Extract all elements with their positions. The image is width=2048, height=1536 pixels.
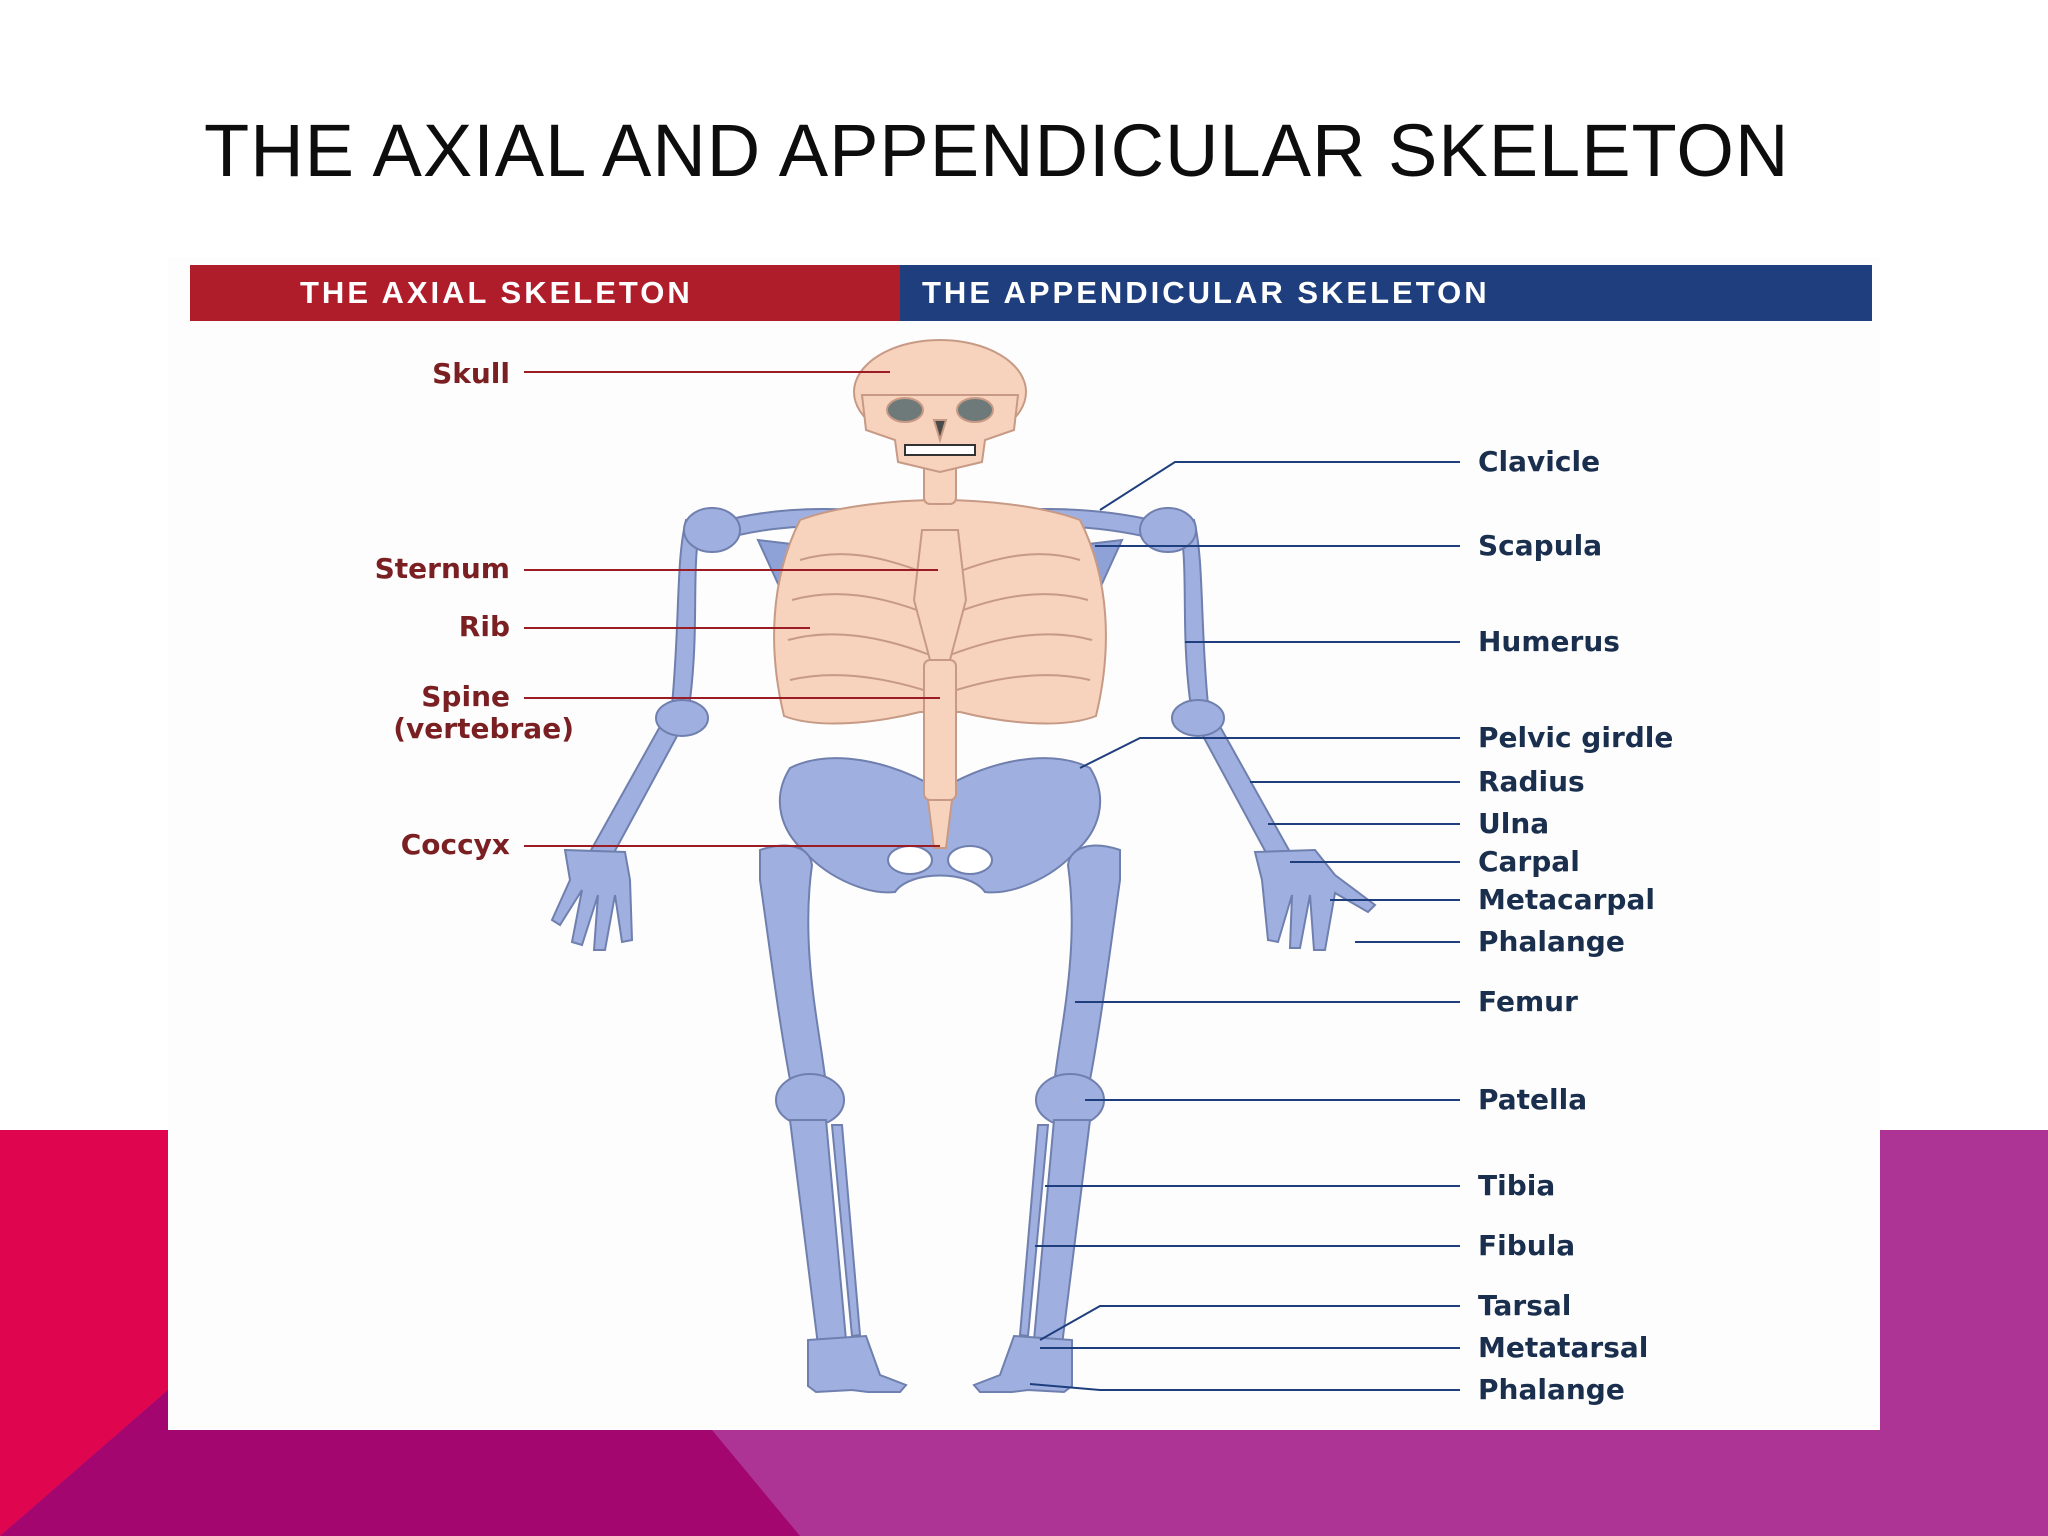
label-sternum: Sternum: [374, 552, 510, 585]
label-coccyx: Coccyx: [400, 828, 510, 861]
label-metacarpal: Metacarpal: [1478, 883, 1655, 916]
elbow-left: [655, 699, 709, 737]
rib-line-3: [787, 633, 1093, 656]
spine: [923, 659, 957, 801]
femur-right: [1052, 844, 1121, 1092]
knee-left: [775, 1073, 845, 1127]
shoulder-joint-right: [1139, 507, 1197, 553]
label-tibia: Tibia: [1478, 1169, 1556, 1202]
decor-dark-magenta-shape: [0, 1390, 800, 1536]
appendicular-pointer-lines: [1029, 461, 1460, 1391]
appendicular-skeleton-banner: THE APPENDICULAR SKELETON: [900, 265, 1872, 321]
pelvic-girdle-pointer: [1079, 737, 1460, 769]
label-clavicle: Clavicle: [1478, 445, 1601, 478]
phalange-foot-pointer: [1029, 1383, 1460, 1391]
label-skull: Skull: [432, 357, 510, 390]
rib-line-1: [799, 553, 1081, 576]
label-vertebrae: (vertebrae): [393, 712, 574, 745]
label-ulna: Ulna: [1478, 807, 1550, 840]
hand-right: [1253, 848, 1377, 951]
hand-left: [550, 848, 634, 951]
label-metatarsal: Metatarsal: [1478, 1331, 1649, 1364]
label-phalange-foot: Phalange: [1478, 1373, 1625, 1406]
teeth: [904, 444, 976, 456]
coccyx: [926, 799, 954, 849]
label-fibula: Fibula: [1478, 1229, 1576, 1262]
shoulder-joint-left: [683, 507, 741, 553]
axial-skeleton-banner: THE AXIAL SKELETON: [190, 265, 900, 321]
obturator-left: [887, 845, 933, 875]
tarsal-pointer: [1039, 1305, 1460, 1341]
axial-pointer-lines: [524, 371, 940, 847]
label-rib: Rib: [458, 610, 510, 643]
label-radius: Radius: [1478, 765, 1585, 798]
eye-socket-left: [886, 397, 924, 423]
label-pelvic-girdle: Pelvic girdle: [1478, 721, 1674, 754]
label-femur: Femur: [1478, 985, 1578, 1018]
rib-line-4: [789, 674, 1091, 693]
label-tarsal: Tarsal: [1478, 1289, 1572, 1322]
label-humerus: Humerus: [1478, 625, 1620, 658]
foot-left: [807, 1334, 908, 1394]
slide-title: THE AXIAL AND APPENDICULAR SKELETON: [204, 109, 1790, 192]
fibula-left: [830, 1124, 862, 1338]
label-spine: Spine: [421, 680, 510, 713]
obturator-right: [947, 845, 993, 875]
decor-magenta-shape: [0, 1130, 168, 1536]
foot-right: [972, 1334, 1073, 1394]
eye-socket-right: [956, 397, 994, 423]
femur-left: [759, 844, 828, 1092]
elbow-right: [1171, 699, 1225, 737]
label-patella: Patella: [1478, 1083, 1588, 1116]
axial-bones: [773, 339, 1107, 849]
clavicle-pointer: [1099, 461, 1460, 511]
nasal-cavity: [932, 419, 948, 444]
label-scapula: Scapula: [1478, 529, 1603, 562]
label-phalange-hand: Phalange: [1478, 925, 1625, 958]
rib-line-2: [791, 593, 1089, 616]
label-carpal: Carpal: [1478, 845, 1580, 878]
